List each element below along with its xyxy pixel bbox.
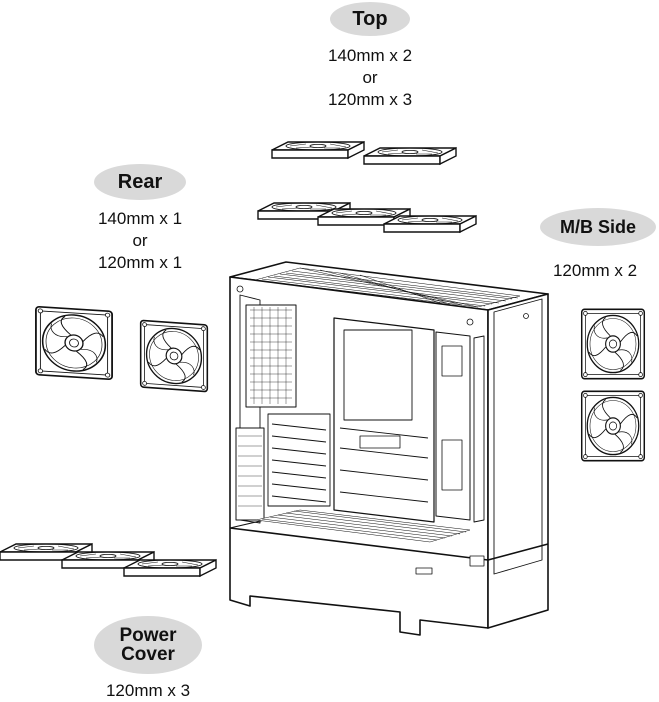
- rear-title: Rear: [117, 171, 163, 193]
- top-spec-line2: or: [362, 68, 378, 87]
- rear-spec-line2: or: [132, 231, 148, 250]
- top-spec-line3: 120mm x 3: [327, 90, 413, 109]
- mb-side-fan-1: [580, 308, 646, 380]
- power-cover-title-line1: Power: [119, 625, 177, 646]
- top-fan-tray-upper: [271, 141, 457, 165]
- mb-side-spec-line1: 120mm x 2: [552, 261, 638, 280]
- rear-label-pill: Rear: [94, 164, 186, 200]
- mb-side-title: M/B Side: [559, 217, 636, 237]
- pc-case: [229, 261, 549, 636]
- top-label-pill: Top: [330, 2, 410, 36]
- top-title: Top: [352, 8, 388, 30]
- power-cover-label-pill: Power Cover: [94, 616, 202, 674]
- top-fan-tray-lower: [257, 202, 477, 233]
- mb-side-fan-2: [580, 390, 646, 462]
- top-spec-line1: 140mm x 2: [327, 46, 413, 65]
- power-cover-title-line2: Cover: [121, 644, 175, 665]
- rear-fan-140: [35, 305, 113, 381]
- power-cover-fans: [0, 543, 217, 577]
- mb-side-spec: 120mm x 2: [530, 260, 659, 282]
- rear-spec-line3: 120mm x 1: [97, 253, 183, 272]
- top-spec: 140mm x 2 or 120mm x 3: [300, 45, 440, 111]
- rear-spec: 140mm x 1 or 120mm x 1: [70, 208, 210, 274]
- mb-side-label-pill: M/B Side: [540, 208, 656, 246]
- rear-spec-line1: 140mm x 1: [97, 209, 183, 228]
- power-cover-spec-line1: 120mm x 3: [105, 681, 191, 700]
- power-cover-spec: 120mm x 3: [78, 680, 218, 702]
- rear-fan-120: [139, 319, 209, 393]
